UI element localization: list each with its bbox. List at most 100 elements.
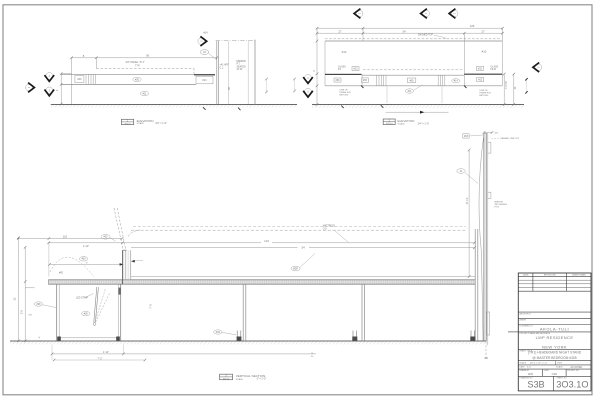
svg-text:LMP RESIDENCE: LMP RESIDENCE bbox=[536, 335, 574, 340]
svg-text:DASHED TOP: DASHED TOP bbox=[418, 34, 433, 37]
svg-text:#13: #13 bbox=[478, 67, 483, 70]
svg-text:3/4" & 1 1/2" = 1'-0": 3/4" & 1 1/2" = 1'-0" bbox=[530, 362, 548, 364]
svg-text:SCALE: SCALE bbox=[398, 123, 406, 126]
svg-text:36: 36 bbox=[146, 54, 150, 58]
svg-text:#03: #03 bbox=[464, 135, 469, 138]
svg-text:7'-2": 7'-2" bbox=[98, 357, 103, 360]
svg-text:#06: #06 bbox=[336, 79, 341, 82]
svg-text:2ND SERIES: 2ND SERIES bbox=[495, 204, 508, 206]
svg-text:S3B: S3B bbox=[527, 380, 544, 390]
svg-text:SEATED: SEATED bbox=[237, 65, 246, 68]
svg-text:APR: APR bbox=[528, 372, 533, 376]
svg-text:2: 2 bbox=[55, 89, 59, 91]
svg-text:#05: #05 bbox=[410, 79, 415, 82]
svg-text:#09: #09 bbox=[216, 331, 221, 334]
svg-text:3/4" PANEL "P-1": 3/4" PANEL "P-1" bbox=[125, 61, 144, 64]
svg-text:#13: #13 bbox=[478, 79, 483, 82]
svg-text:#06: #06 bbox=[363, 79, 368, 82]
svg-text:24: 24 bbox=[203, 50, 206, 54]
svg-text:LICENSED TO: LICENSED TO bbox=[520, 326, 534, 328]
svg-text:BEYOND: BEYOND bbox=[480, 95, 489, 97]
svg-text:ARCHITECT: ARCHITECT bbox=[520, 312, 532, 315]
svg-text:1'-10": 1'-10" bbox=[83, 245, 89, 248]
svg-text:MIRROR: MIRROR bbox=[237, 61, 247, 63]
svg-text:129: 129 bbox=[470, 24, 475, 28]
svg-text:P.1: P.1 bbox=[338, 69, 342, 71]
svg-text:CHKD: CHKD bbox=[544, 370, 550, 372]
svg-text:MATTRESS: MATTRESS bbox=[323, 225, 336, 228]
svg-text:303.10: 303.10 bbox=[124, 123, 131, 125]
svg-text:#14: #14 bbox=[454, 80, 459, 83]
svg-text:8: 8 bbox=[83, 54, 85, 58]
svg-text:19: 19 bbox=[311, 353, 314, 355]
svg-text:DASHED LINE TOP: DASHED LINE TOP bbox=[501, 137, 520, 140]
svg-text:3O3.1O: 3O3.1O bbox=[556, 380, 588, 390]
svg-text:#05: #05 bbox=[84, 313, 89, 316]
svg-text:SHEET TITLE: SHEET TITLE bbox=[520, 350, 533, 352]
svg-text:#10: #10 bbox=[342, 50, 347, 54]
svg-text:SCALE: SCALE bbox=[520, 361, 527, 364]
svg-text:4'9: 4'9 bbox=[484, 356, 488, 360]
svg-text:7: 7 bbox=[86, 262, 88, 265]
svg-text:#02: #02 bbox=[104, 236, 109, 239]
svg-text:#13: #13 bbox=[354, 68, 359, 71]
svg-text:#11: #11 bbox=[143, 92, 148, 95]
svg-text:SHEET NO: SHEET NO bbox=[557, 378, 568, 380]
svg-text:1: 1 bbox=[127, 120, 129, 123]
svg-text:6.21: 6.21 bbox=[527, 367, 532, 369]
svg-text:54: 54 bbox=[302, 246, 306, 250]
svg-text:(TR1) HEADBOARD NIGHT STAND: (TR1) HEADBOARD NIGHT STAND bbox=[528, 351, 582, 355]
svg-text:MDF: MDF bbox=[293, 267, 299, 270]
svg-text:#14: #14 bbox=[203, 32, 208, 35]
svg-text:54: 54 bbox=[402, 29, 406, 33]
svg-text:MIRROR: MIRROR bbox=[495, 201, 504, 203]
svg-text:GLASS: GLASS bbox=[338, 65, 346, 68]
svg-text:110: 110 bbox=[63, 235, 68, 239]
svg-text:LED STRIP: LED STRIP bbox=[76, 297, 88, 299]
svg-text:27: 27 bbox=[481, 29, 485, 33]
svg-text:DWG: DWG bbox=[557, 362, 562, 364]
svg-text:2: 2 bbox=[389, 120, 391, 122]
svg-text:44 1/2: 44 1/2 bbox=[466, 197, 469, 204]
svg-text:FINISH FLR: FINISH FLR bbox=[480, 93, 492, 95]
svg-text:#10: #10 bbox=[482, 50, 487, 54]
svg-text:#05: #05 bbox=[135, 78, 140, 81]
svg-text:BEYOND: BEYOND bbox=[340, 94, 349, 96]
svg-text:ELEVATION: ELEVATION bbox=[137, 119, 154, 123]
svg-text:DRAFTSMAN: DRAFTSMAN bbox=[572, 274, 586, 277]
svg-text:32: 32 bbox=[13, 297, 17, 300]
svg-text:1'-11": 1'-11" bbox=[103, 351, 109, 354]
svg-text:2: 2 bbox=[312, 70, 316, 72]
svg-text:DRAWING NO: DRAWING NO bbox=[520, 377, 534, 380]
svg-text:41 FF: 41 FF bbox=[237, 69, 244, 71]
svg-text:CSD: CSD bbox=[552, 372, 558, 376]
svg-text:27: 27 bbox=[338, 29, 342, 33]
svg-text:3" = 1'-0": 3" = 1'-0" bbox=[257, 378, 267, 381]
svg-text:P.T.: P.T. bbox=[237, 64, 241, 66]
svg-text:124: 124 bbox=[264, 239, 269, 243]
svg-text:LINE OF: LINE OF bbox=[340, 89, 349, 91]
svg-text:7'-2 3/4": 7'-2 3/4" bbox=[506, 81, 508, 90]
svg-text:DATE: DATE bbox=[520, 366, 526, 369]
svg-text:#08: #08 bbox=[37, 303, 42, 306]
svg-text:36: 36 bbox=[227, 87, 231, 90]
svg-text:AS NOTED: AS NOTED bbox=[571, 366, 583, 369]
svg-text:3/4" = 1'-0": 3/4" = 1'-0" bbox=[155, 122, 167, 125]
svg-text:SCALE: SCALE bbox=[556, 366, 563, 369]
svg-text:2'-0: 2'-0 bbox=[20, 309, 24, 314]
svg-text:ELEVATION: ELEVATION bbox=[398, 119, 415, 123]
svg-text:O.S.: O.S. bbox=[323, 228, 328, 230]
svg-text:FILM: FILM bbox=[491, 69, 496, 71]
svg-text:3/4" = 1'-0": 3/4" = 1'-0" bbox=[418, 122, 430, 125]
svg-text:P.TR: P.TR bbox=[495, 206, 500, 208]
svg-text:#06: #06 bbox=[77, 78, 82, 81]
svg-text:20: 20 bbox=[311, 356, 314, 358]
svg-text:303.10: 303.10 bbox=[386, 123, 393, 125]
svg-text:32: 32 bbox=[515, 86, 517, 89]
svg-text:REVISIONS: REVISIONS bbox=[544, 275, 556, 277]
svg-text:303.10: 303.10 bbox=[223, 378, 230, 380]
svg-text:C.L.: C.L. bbox=[220, 67, 225, 70]
svg-text:PROJECT NAME AND ADDRESS: PROJECT NAME AND ADDRESS bbox=[520, 332, 551, 335]
svg-text:NEW YORK: NEW YORK bbox=[542, 344, 567, 349]
svg-text:TYP.: TYP. bbox=[135, 65, 140, 67]
